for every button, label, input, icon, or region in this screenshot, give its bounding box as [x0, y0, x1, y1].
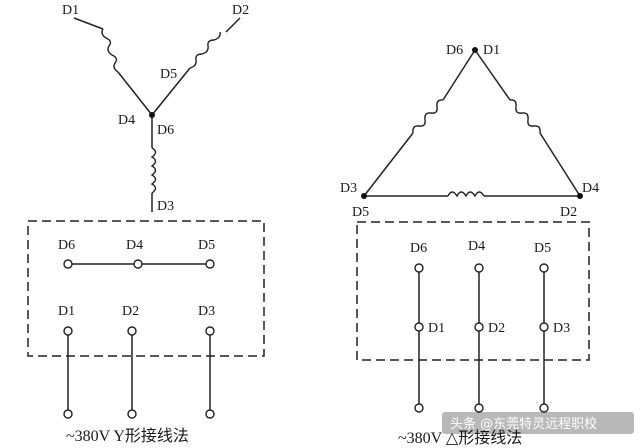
watermark: 头条 @东莞特灵远程职校 [442, 412, 634, 434]
delta-wire-right-upper [474, 49, 511, 101]
delta-label-d3-left: D3 [340, 181, 357, 196]
star-supply-terminal-1 [63, 409, 73, 419]
delta-label-d6-top: D6 [446, 43, 463, 58]
watermark-backdrop [442, 412, 634, 434]
star-terminal-d1 [63, 326, 73, 336]
delta-terminal-d1 [414, 322, 424, 332]
star-wire-d1-upper [73, 17, 104, 30]
delta-terminal-d4 [474, 263, 484, 273]
delta-supply-terminal-2 [474, 403, 484, 413]
star-supply-terminal-2 [127, 409, 137, 419]
delta-terminal-label-d5: D5 [534, 241, 551, 256]
star-connection: D1 D2 D5 D4 D6 D3 D6 D4 D5 D1 D2 D3 ~380… [27, 3, 265, 445]
star-coil-2 [189, 31, 221, 69]
star-terminal-label-d3: D3 [198, 304, 215, 319]
delta-coil-bottom [447, 191, 485, 198]
star-terminal-label-d5: D5 [198, 238, 215, 253]
star-terminal-d5 [205, 259, 215, 269]
delta-supply-terminal-1 [414, 403, 424, 413]
star-label-d3: D3 [157, 199, 174, 214]
delta-wire-left-lower [363, 132, 414, 197]
star-terminal-label-d4: D4 [126, 238, 143, 253]
star-coil-3 [150, 147, 157, 194]
delta-connection: D6 D1 D3 D5 D4 D2 D6 D4 D5 D1 D2 D3 ~380… [340, 43, 599, 447]
delta-terminal-box [356, 221, 590, 361]
delta-supply-terminal-3 [539, 403, 549, 413]
star-terminal-d2 [127, 326, 137, 336]
star-label-d6: D6 [157, 123, 174, 138]
star-terminal-label-d1: D1 [58, 304, 75, 319]
star-terminal-label-d2: D2 [122, 304, 139, 319]
star-supply-terminal-3 [205, 409, 215, 419]
star-caption: ~380V Y形接线法 [66, 427, 189, 445]
star-wire-d1-lower [117, 71, 153, 116]
delta-caption: ~380V △形接线法 [398, 429, 522, 447]
delta-coil-left [412, 99, 444, 134]
delta-terminal-label-d4: D4 [468, 239, 485, 254]
star-wire-d2-lower [151, 67, 191, 116]
delta-coil-right [509, 99, 541, 134]
delta-terminal-label-d2: D2 [488, 321, 505, 336]
delta-vertex-top [472, 47, 478, 53]
delta-terminal-d2 [474, 322, 484, 332]
delta-wire-right-lower [539, 132, 581, 197]
star-label-d1: D1 [62, 3, 79, 18]
watermark-text: 头条 @东莞特灵远程职校 [450, 416, 597, 432]
star-terminal-box [27, 220, 265, 357]
star-label-d4: D4 [118, 113, 135, 128]
delta-label-d4-right: D4 [582, 181, 599, 196]
delta-terminal-d5 [539, 263, 549, 273]
delta-terminal-d3 [539, 322, 549, 332]
star-terminal-d4 [133, 259, 143, 269]
star-terminal-label-d6: D6 [58, 238, 75, 253]
star-label-d5: D5 [160, 67, 177, 82]
star-neutral-point [149, 112, 155, 118]
delta-terminal-d6 [414, 263, 424, 273]
delta-vertex-left [361, 193, 367, 199]
delta-label-d2-right: D2 [560, 205, 577, 220]
delta-wire-left-upper [442, 49, 476, 101]
star-label-d2: D2 [232, 3, 249, 18]
delta-terminal-label-d1: D1 [428, 321, 445, 336]
star-wire-d2-upper [225, 17, 241, 33]
delta-label-d5-left: D5 [352, 205, 369, 220]
delta-vertex-right [577, 193, 583, 199]
star-terminal-d6 [63, 259, 73, 269]
star-coil-1 [101, 28, 119, 73]
delta-label-d1-top: D1 [483, 43, 500, 58]
star-terminal-d3 [205, 326, 215, 336]
delta-terminal-label-d3: D3 [553, 321, 570, 336]
delta-terminal-label-d6: D6 [410, 241, 427, 256]
